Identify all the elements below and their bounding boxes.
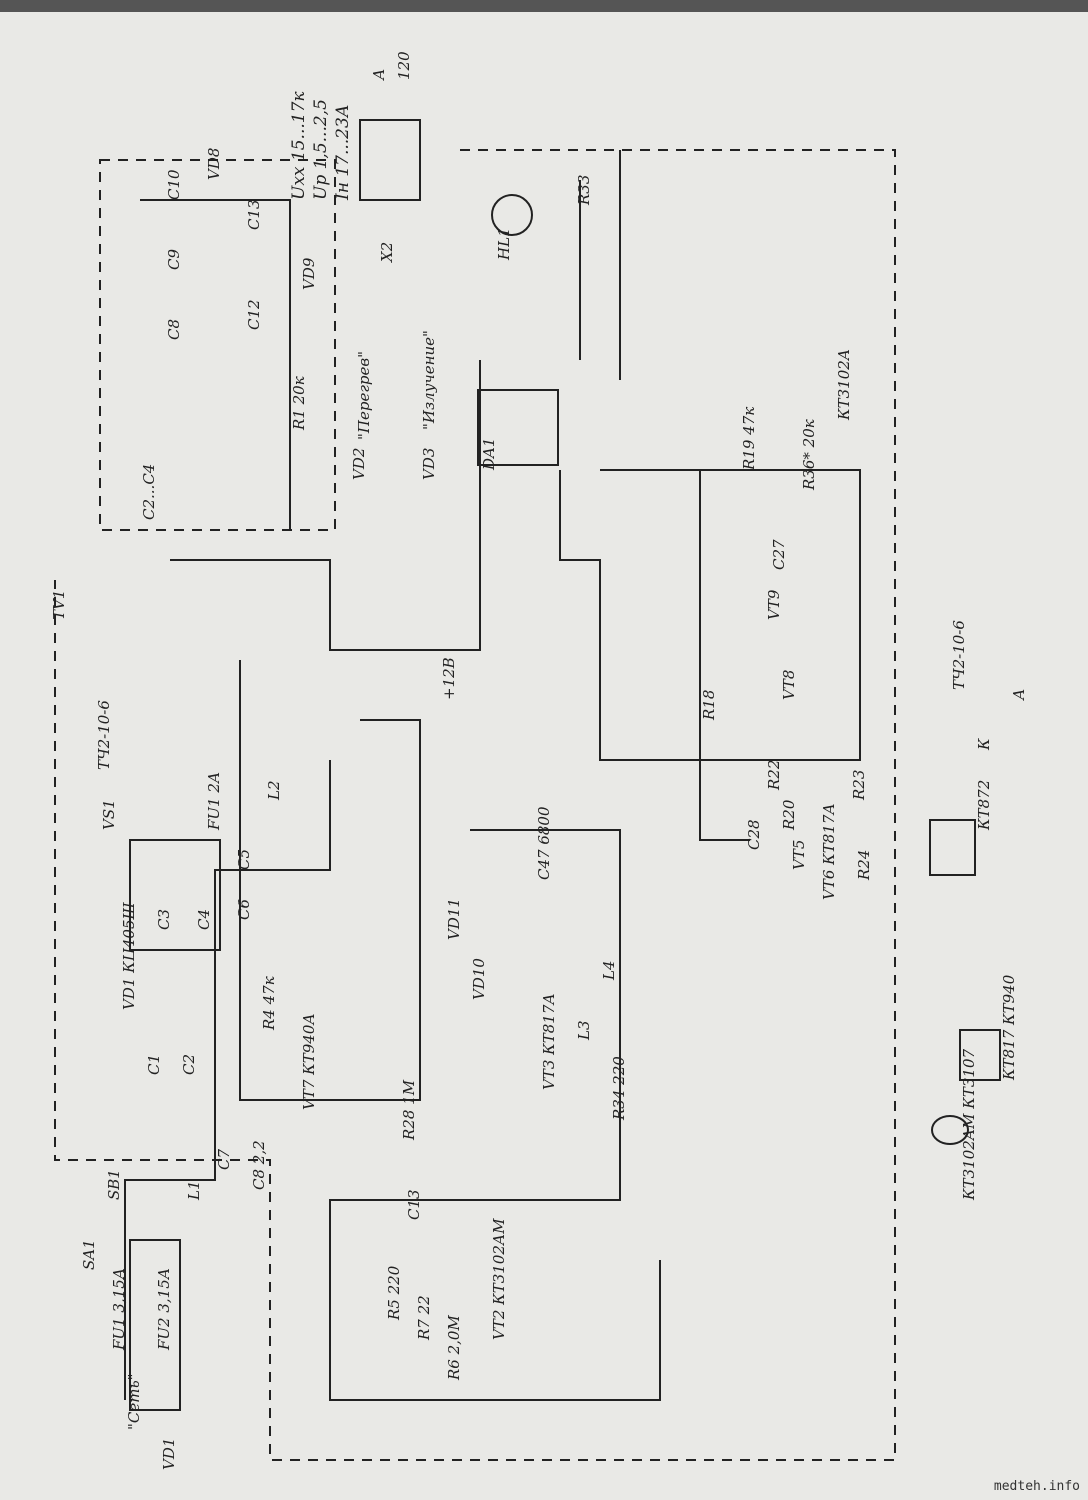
component-label: C13: [245, 199, 263, 230]
component-label: C6: [235, 898, 253, 920]
component-label: VT9: [765, 589, 783, 620]
component-label: "Перегрев": [355, 350, 373, 440]
component-label: "Сеть": [125, 1373, 143, 1430]
component-label: C5: [235, 848, 253, 870]
component-label: VT3 КТ817А: [540, 993, 558, 1090]
kt872-package: [929, 819, 976, 876]
component-label: TV1: [50, 589, 68, 620]
component-label: C2: [180, 1053, 198, 1075]
component-label: КТ3102А: [835, 348, 853, 420]
multiplier-block-outline: [99, 159, 336, 531]
component-label: FU1 2А: [205, 771, 223, 830]
wire: [170, 360, 481, 651]
component-label: C10: [165, 169, 183, 200]
lamp-label-120: 120: [395, 51, 413, 80]
component-label: VT7 КТ940А: [300, 1013, 318, 1110]
mains-wire: [124, 760, 331, 1400]
component-label: R23: [850, 769, 868, 800]
component-label: VD3: [420, 447, 438, 480]
component-label: VD2: [350, 447, 368, 480]
wire: [559, 469, 861, 761]
component-label: R34 220: [610, 1056, 628, 1120]
param-in: Iн 17...23А: [333, 104, 353, 200]
component-label: VD8: [205, 147, 223, 180]
component-label: R6 2,0М: [445, 1315, 463, 1380]
component-label: К: [975, 738, 993, 750]
component-label: А: [1010, 688, 1028, 700]
component-label: VT6 КТ817А: [820, 803, 838, 900]
component-label: C12: [245, 299, 263, 330]
kt3102-package: [931, 1115, 969, 1145]
component-label: VT8: [780, 669, 798, 700]
component-label: R28 1М: [400, 1079, 418, 1140]
component-label: R33: [575, 174, 593, 205]
mains-plug: [129, 1239, 181, 1411]
component-label: L2: [265, 780, 283, 800]
component-label: L4: [600, 960, 618, 980]
main-board-outline: [54, 149, 896, 1461]
component-label: ТЧ2-10-6: [950, 620, 968, 690]
component-label: C47 6800: [535, 806, 553, 880]
param-uxx: Uxx 15...17к: [289, 91, 309, 200]
component-label: R4 47к: [260, 976, 278, 1030]
ic-da1: [477, 389, 559, 466]
component-label: L3: [575, 1020, 593, 1040]
component-label: VT5: [790, 839, 808, 870]
wire: [140, 199, 291, 530]
lamp-label-a: А: [370, 68, 388, 80]
component-label: "Излучение": [420, 330, 438, 430]
component-label: VT2 КТ3102АМ: [490, 1218, 508, 1340]
component-label: R36* 20к: [800, 419, 818, 490]
component-label: C9: [165, 248, 183, 270]
component-label: КТ872: [975, 779, 993, 830]
component-label: C8: [165, 318, 183, 340]
component-label: C2...C4: [140, 463, 158, 520]
component-label: R19 47к: [740, 406, 758, 470]
component-label: C7: [215, 1148, 233, 1170]
component-label: VD10: [470, 958, 488, 1000]
component-label: R24: [855, 849, 873, 880]
kt817-package: [959, 1029, 1001, 1081]
component-label: R18: [700, 689, 718, 720]
component-label: C28: [745, 819, 763, 850]
component-label: VS1: [100, 799, 118, 830]
component-label: SB1: [105, 1169, 123, 1200]
component-label: +12В: [440, 657, 458, 700]
component-label: R20: [780, 799, 798, 830]
component-label: C8 2,2: [250, 1140, 268, 1190]
component-label: R1 20к: [290, 376, 308, 430]
component-label: R22: [765, 759, 783, 790]
wire: [329, 829, 661, 1401]
wire: [699, 470, 750, 841]
bridge-rectifier: [129, 839, 221, 951]
component-label: FU2 3,15А: [155, 1267, 173, 1350]
component-label: SA1: [80, 1239, 98, 1270]
component-label: L1: [185, 1180, 203, 1200]
component-label: КТ817 КТ940: [1000, 974, 1018, 1080]
component-label: ТЧ2-10-6: [95, 700, 113, 770]
component-label: R7 22: [415, 1295, 433, 1340]
watermark: medteh.info: [993, 1479, 1080, 1494]
component-label: C3: [155, 908, 173, 930]
connector-label: X2: [378, 241, 396, 262]
component-label: DA1: [480, 437, 498, 470]
component-label: C13: [405, 1189, 423, 1220]
component-label: HL1: [495, 227, 513, 260]
component-label: VD9: [300, 257, 318, 290]
scan-edge: [0, 0, 1088, 12]
component-label: FU1 3,15А: [110, 1267, 128, 1350]
indicator-hl1: [491, 194, 533, 236]
component-label: VD11: [445, 898, 463, 940]
component-label: C4: [195, 908, 213, 930]
component-label: R5 220: [385, 1265, 403, 1320]
component-label: КТ3102АМ КТ3107: [960, 1048, 978, 1200]
component-label: VD1: [160, 1437, 178, 1470]
component-label: VD1 КЦ405Ш: [120, 902, 138, 1010]
component-label: C1: [145, 1053, 163, 1075]
wire: [239, 660, 421, 1101]
component-label: C27: [770, 539, 788, 570]
param-up: Up 1,5...2,5: [311, 99, 331, 200]
connector-x2: [359, 119, 421, 201]
